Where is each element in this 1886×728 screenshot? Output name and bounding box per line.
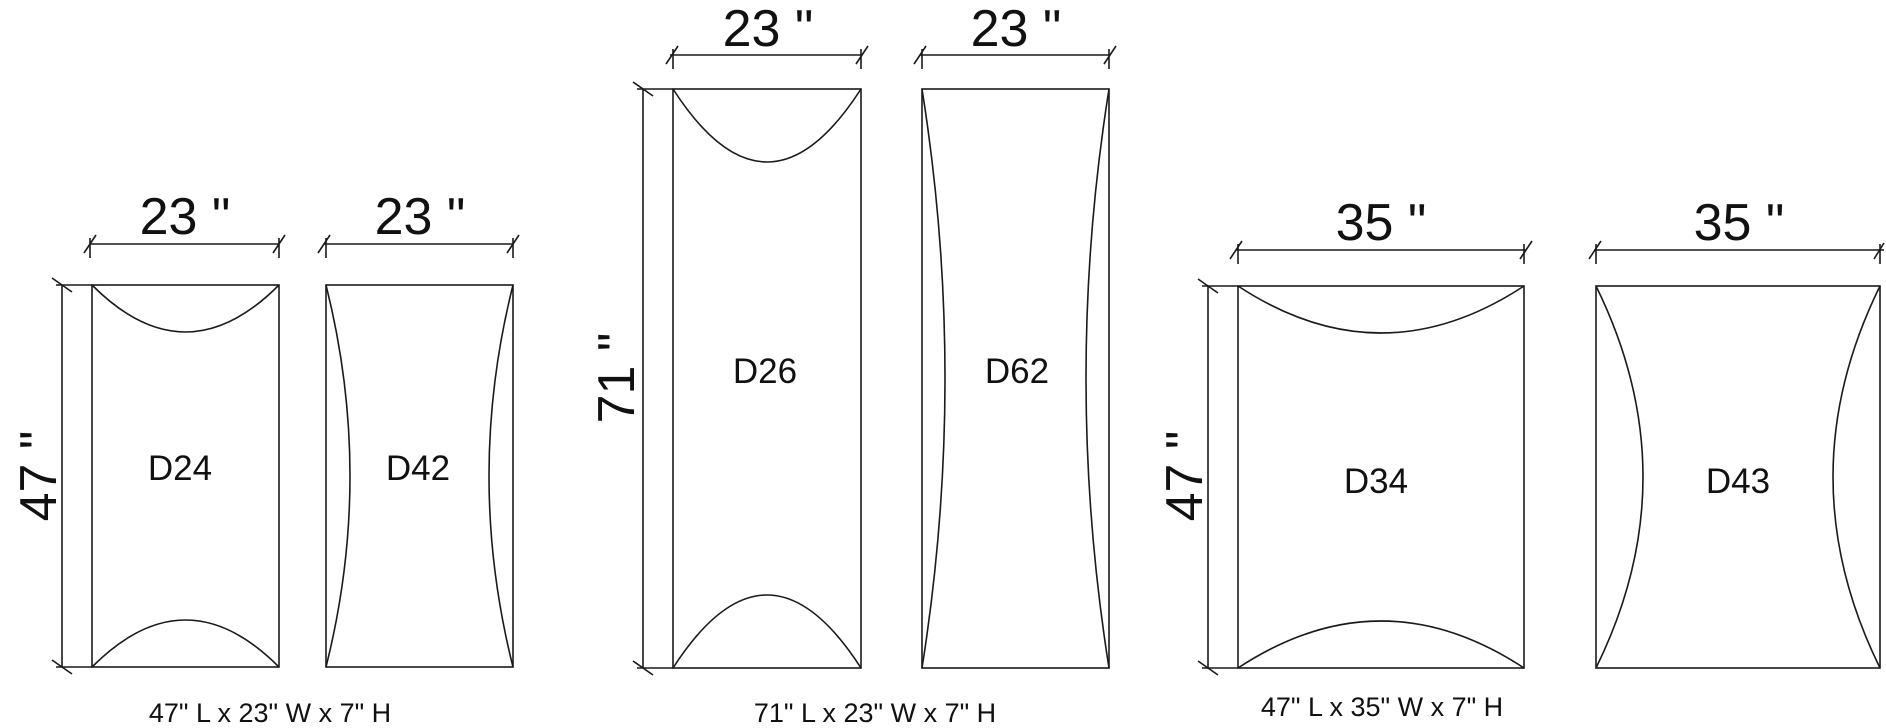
panel-outline [921,88,1110,669]
dimension-tick [855,45,869,65]
width-label: 35 " [1694,194,1785,252]
panel-d24: 23 " D24 [83,188,286,668]
top-curve [672,88,862,163]
group-1: 47 " 23 " D24 23 " D42 47" [10,188,520,728]
top-curve [91,284,280,333]
top-curve [1237,285,1525,334]
left-curve [1595,285,1644,669]
panel-code: D43 [1706,462,1770,501]
size-caption: 47" L x 35" W x 7" H [1261,692,1503,722]
dimension-tick [1103,45,1117,65]
dimension-tick [1588,240,1602,260]
right-curve [488,284,514,668]
panel-d26: 23 " D26 [665,0,869,669]
size-caption: 47" L x 23" W x 7" H [149,698,391,728]
panel-outline [91,284,280,668]
group-2: 71 " 23 " D26 23 " D62 71" [588,0,1117,728]
panel-d43: 35 " D43 [1588,194,1885,669]
size-caption: 71" L x 23" W x 7" H [754,698,996,728]
panel-outline [1237,285,1525,669]
panel-d42: 23 " D42 [317,188,520,668]
dimension-tick [1873,242,1885,260]
bottom-curve [91,619,280,668]
group-3: 47 " 35 " D34 35 " D43 47" [1156,194,1885,722]
dimension-tick [665,45,679,65]
right-curve [1832,285,1881,669]
width-label: 23 " [723,0,814,58]
width-label: 35 " [1336,194,1427,252]
dimension-tick [317,234,331,254]
panel-code: D26 [733,352,797,391]
left-curve [325,284,351,668]
panel-code: D24 [148,449,212,488]
dimension-tick [1519,240,1533,260]
height-label: 47 " [1156,431,1214,522]
dimension-tick [1229,240,1243,260]
right-curve [1085,88,1110,669]
panel-code: D34 [1344,462,1408,501]
panel-code: D42 [386,449,450,488]
width-label: 23 " [140,188,231,246]
panel-code: D62 [985,352,1049,391]
width-label: 23 " [375,188,466,246]
bottom-curve [672,594,862,669]
panel-d34: 35 " D34 [1229,194,1533,669]
panel-outline [325,284,514,668]
panel-outline [1595,285,1881,669]
dimension-tick [913,45,927,65]
width-label: 23 " [971,0,1062,58]
panel-outline [672,88,862,669]
height-label: 71 " [588,333,646,424]
bottom-curve [1237,620,1525,669]
left-curve [921,88,946,669]
height-label: 47 " [10,431,68,522]
panel-d62: 23 " D62 [913,0,1117,669]
